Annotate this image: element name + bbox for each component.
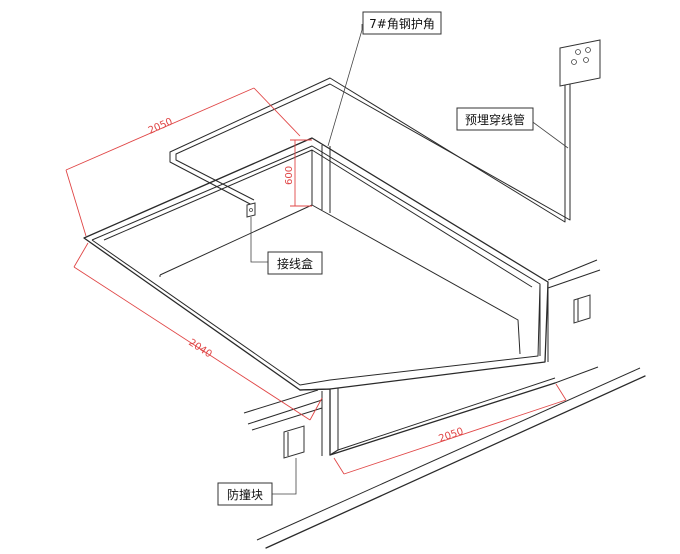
- control-box-knob-1: [575, 49, 581, 55]
- svg-text:7#角钢护角: 7#角钢护角: [369, 17, 435, 31]
- junction-box: [246, 202, 256, 218]
- bumper-blocks: [283, 294, 591, 459]
- dim-left-length: 2040: [186, 337, 213, 360]
- svg-text:接线盒: 接线盒: [277, 256, 313, 271]
- dim-top-length: 2050: [147, 116, 175, 136]
- front-curb: [243, 259, 601, 456]
- pit-walls: [321, 145, 549, 362]
- dim-depth: 600: [284, 166, 295, 185]
- dim-front-length: 2050: [437, 426, 465, 445]
- label-bumper: 防撞块: [217, 482, 273, 506]
- control-box-knob-4: [583, 57, 589, 63]
- control-box-knob-3: [571, 59, 577, 65]
- conduit-pipe: [169, 77, 571, 223]
- label-angle-steel: 7#角钢护角: [362, 11, 442, 35]
- control-box-knob-2: [585, 47, 591, 53]
- leader-lines: [250, 24, 569, 495]
- control-box: [559, 39, 601, 87]
- svg-text:防撞块: 防撞块: [227, 487, 263, 502]
- label-conduit: 预埋穿线管: [456, 107, 534, 131]
- svg-text:预埋穿线管: 预埋穿线管: [465, 112, 525, 127]
- label-junction-box: 接线盒: [267, 251, 323, 275]
- ground-line: [256, 367, 646, 549]
- dimension-lines: [65, 87, 567, 475]
